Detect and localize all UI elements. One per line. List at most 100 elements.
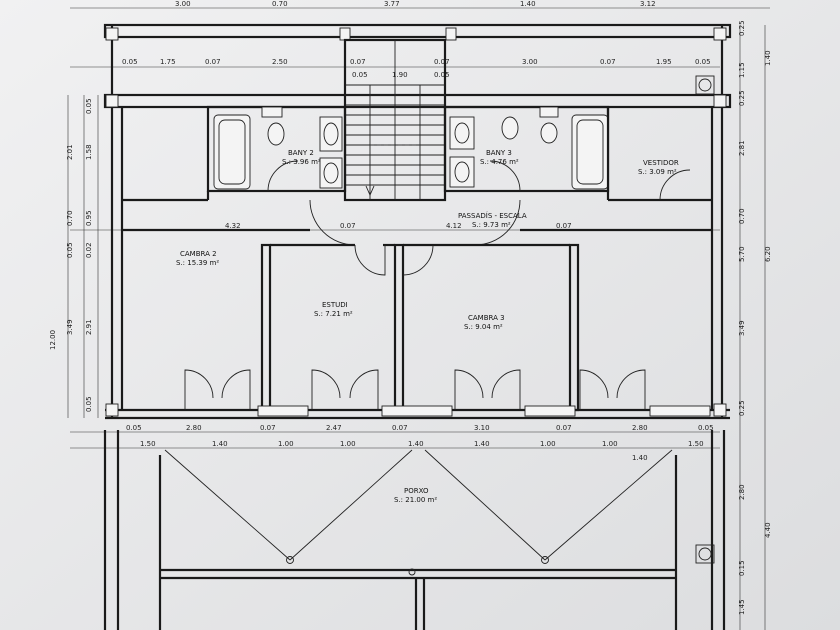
dim-b1-9: 0.05 <box>698 424 714 432</box>
dim-top-3: 3.77 <box>384 0 400 8</box>
dim-b1-6: 3.10 <box>474 424 490 432</box>
dim-corr-1: 4.32 <box>225 222 241 230</box>
room-porxo-area: S.: 21.00 m² <box>394 496 437 504</box>
dim-b1-3: 0.07 <box>260 424 276 432</box>
round-shafts <box>286 75 715 576</box>
room-estudi-name: ESTUDI <box>322 301 348 309</box>
dim-r2-8: 0.05 <box>434 71 450 79</box>
dim-b2-5: 1.40 <box>408 440 424 448</box>
room-cambra2-name: CAMBRA 2 <box>180 250 217 258</box>
dim-top-5: 3.12 <box>640 0 656 8</box>
dim-right-7: 5.70 <box>738 246 746 262</box>
dim-corr-4: 0.07 <box>556 222 572 230</box>
dims-top-labels: 3.00 0.70 3.77 1.40 3.12 <box>175 0 656 8</box>
dim-b2-4: 1.00 <box>340 440 356 448</box>
dim-r2-6: 0.05 <box>352 71 368 79</box>
dim-b1-7: 0.07 <box>556 424 572 432</box>
dim-b2-3: 1.00 <box>278 440 294 448</box>
room-estudi-area: S.: 7.21 m² <box>314 310 353 318</box>
dim-top-2: 0.70 <box>272 0 288 8</box>
porch-roof-lines <box>164 449 673 561</box>
dim-left-7: 0.05 <box>66 242 74 258</box>
dims-left-labels: 0.05 2.01 1.58 0.70 0.95 0.02 0.05 3.49 … <box>49 98 93 412</box>
dim-left-1: 0.05 <box>85 98 93 114</box>
room-labels: BANY 2 S.: 3.96 m² BANY 3 S.: 4.76 m² VE… <box>176 149 679 504</box>
room-cambra2-area: S.: 15.39 m² <box>176 259 219 267</box>
dim-b1-1: 0.05 <box>126 424 142 432</box>
dim-top-4: 1.40 <box>520 0 536 8</box>
dim-r2-13: 0.05 <box>695 58 711 66</box>
dim-left-5: 0.95 <box>85 210 93 226</box>
dim-left-8: 3.49 <box>66 319 74 335</box>
dim-r2-3: 0.07 <box>205 58 221 66</box>
dim-left-2: 2.01 <box>66 144 74 160</box>
dim-right-14: 1.45 <box>738 599 746 615</box>
room-passadis-area: S.: 9.73 m² <box>472 221 511 229</box>
dimension-lines-right <box>739 25 766 630</box>
dim-b2-6: 1.40 <box>474 440 490 448</box>
dim-b2-2: 1.40 <box>212 440 228 448</box>
room-cambra3-area: S.: 9.04 m² <box>464 323 503 331</box>
dim-b1-4: 2.47 <box>326 424 342 432</box>
dim-right-12: 4.40 <box>764 522 772 538</box>
dim-r2-12: 1.95 <box>656 58 672 66</box>
dim-right-2: 1.15 <box>738 62 746 78</box>
dim-r2-7: 1.90 <box>392 71 408 79</box>
dim-right-4: 0.25 <box>738 90 746 106</box>
dim-b2-10: 1.50 <box>688 440 704 448</box>
corner-pilasters <box>105 27 727 417</box>
dim-right-3: 1.40 <box>764 50 772 66</box>
dim-b2-9: 1.40 <box>632 454 648 462</box>
room-porxo-name: PORXO <box>404 487 429 495</box>
dim-right-1: 0.25 <box>738 20 746 36</box>
dim-right-5: 2.81 <box>738 140 746 156</box>
room-passadis-name: PASSADÍS - ESCALA <box>458 211 527 220</box>
dim-right-8: 6.20 <box>764 246 772 262</box>
dims-row2-labels: 0.05 1.75 0.07 2.50 0.07 0.05 1.90 0.05 … <box>122 58 711 79</box>
room-cambra3-name: CAMBRA 3 <box>468 314 505 322</box>
dim-b1-8: 2.80 <box>632 424 648 432</box>
dim-right-9: 3.49 <box>738 320 746 336</box>
room-bany2-name: BANY 2 <box>288 149 314 157</box>
dim-b2-8: 1.00 <box>602 440 618 448</box>
dim-right-10: 0.25 <box>738 400 746 416</box>
dim-b1-5: 0.07 <box>392 424 408 432</box>
balcony-doors <box>184 369 711 417</box>
dims-bottom1-labels: 0.05 2.80 0.07 2.47 0.07 3.10 0.07 2.80 … <box>126 424 714 432</box>
dim-left-4: 0.70 <box>66 210 74 226</box>
dim-b2-1: 1.50 <box>140 440 156 448</box>
room-bany3-area: S.: 4.76 m² <box>480 158 519 166</box>
room-bany2-area: S.: 3.96 m² <box>282 158 321 166</box>
room-vestidor-name: VESTIDOR <box>643 159 679 167</box>
dim-r2-11: 0.07 <box>600 58 616 66</box>
dim-corr-2: 0.07 <box>340 222 356 230</box>
dim-r2-1: 0.05 <box>122 58 138 66</box>
dim-b1-2: 2.80 <box>186 424 202 432</box>
dims-bottom2-labels: 1.50 1.40 1.00 1.00 1.40 1.40 1.00 1.00 … <box>140 440 704 462</box>
dim-r2-10: 3.00 <box>522 58 538 66</box>
corridor-walls <box>122 191 712 246</box>
dim-right-6: 0.70 <box>738 208 746 224</box>
dim-right-13: 0.15 <box>738 560 746 576</box>
dim-left-10: 12.00 <box>49 330 57 350</box>
dim-left-9: 2.91 <box>85 319 93 335</box>
dim-r2-5: 0.07 <box>350 58 366 66</box>
dim-corr-3: 4.12 <box>446 222 462 230</box>
dim-r2-9: 0.07 <box>434 58 450 66</box>
exterior-walls <box>103 23 732 630</box>
dim-right-11: 2.80 <box>738 484 746 500</box>
dim-b2-7: 1.00 <box>540 440 556 448</box>
room-vestidor-area: S.: 3.09 m² <box>638 168 677 176</box>
dims-corridor-labels: 4.32 0.07 4.12 0.07 <box>225 222 572 230</box>
bathroom-2 <box>206 105 347 193</box>
dim-left-11: 0.05 <box>85 396 93 412</box>
bathroom-3 <box>443 105 610 193</box>
room-bany3-name: BANY 3 <box>486 149 512 157</box>
dim-left-3: 1.58 <box>85 144 93 160</box>
dim-r2-2: 1.75 <box>160 58 176 66</box>
dim-r2-4: 2.50 <box>272 58 288 66</box>
dressing-room <box>606 107 712 202</box>
dim-left-6: 0.02 <box>85 242 93 258</box>
dim-top-1: 3.00 <box>175 0 191 8</box>
dimension-lines-left <box>67 95 99 418</box>
